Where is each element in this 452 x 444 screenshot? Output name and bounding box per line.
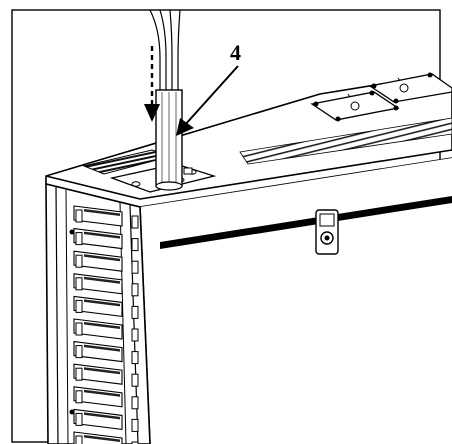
rack-unit xyxy=(73,340,139,365)
rack-unit xyxy=(73,386,139,410)
top-fan-plate-left xyxy=(310,90,400,122)
cable-bundle xyxy=(149,9,183,191)
insertion-direction-arrow xyxy=(144,46,160,122)
top-vent-grille xyxy=(239,117,452,165)
top-fan-plate-right xyxy=(368,72,452,104)
rack-unit xyxy=(73,318,139,342)
rack-unit xyxy=(73,205,139,229)
callout-pointer xyxy=(176,65,239,136)
rack-unit xyxy=(73,273,139,297)
side-divider-strip xyxy=(160,196,452,249)
hinge-dot-bottom xyxy=(69,409,75,415)
rack-unit xyxy=(73,295,139,319)
rack-unit xyxy=(73,363,139,387)
rack-mounted-units xyxy=(73,205,139,444)
rack-unit xyxy=(73,227,139,252)
rack-side-panel xyxy=(140,158,452,444)
rack-unit xyxy=(73,408,139,432)
rack-unit xyxy=(73,431,139,444)
side-lock xyxy=(315,209,339,255)
rack-front-frame xyxy=(45,182,151,444)
rack-unit xyxy=(73,250,139,274)
callout-label: 4 xyxy=(230,40,241,65)
hinge-dot-top xyxy=(69,229,75,235)
